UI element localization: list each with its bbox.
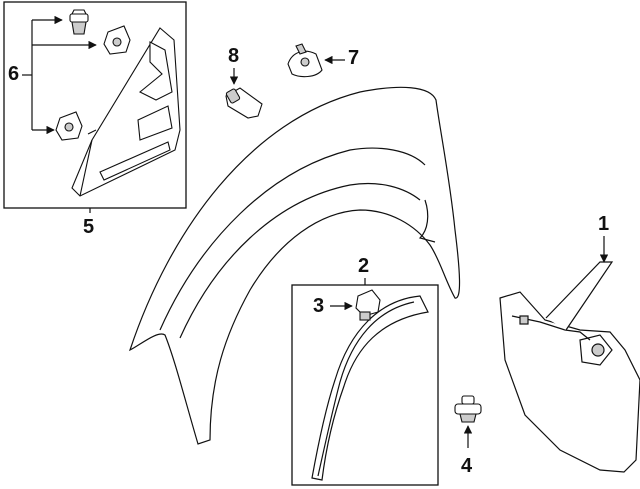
nut-clip-icon[interactable] bbox=[287, 43, 323, 78]
square-clip-lower-icon[interactable] bbox=[55, 111, 83, 141]
fender-liner-icon[interactable] bbox=[128, 86, 461, 445]
wheel-molding-icon[interactable] bbox=[311, 295, 429, 481]
callout-5: 5 bbox=[83, 216, 95, 238]
callout-2: 2 bbox=[358, 255, 370, 277]
mud-flap-icon[interactable] bbox=[499, 261, 640, 473]
callout-7: 7 bbox=[348, 47, 360, 69]
socket-icon[interactable] bbox=[225, 87, 263, 119]
triangle-trim-icon[interactable] bbox=[71, 27, 181, 197]
callout-4: 4 bbox=[461, 455, 473, 477]
push-pin-clip-icon[interactable] bbox=[69, 9, 89, 35]
callout-6: 6 bbox=[8, 63, 20, 85]
detail-box-5 bbox=[3, 1, 187, 213]
bracket-lines-6 bbox=[22, 15, 97, 135]
callout-8: 8 bbox=[228, 45, 240, 67]
rivet-clip-icon[interactable] bbox=[355, 289, 381, 321]
callout-3: 3 bbox=[313, 295, 325, 317]
push-clip-icon[interactable] bbox=[454, 395, 482, 423]
square-clip-icon[interactable] bbox=[103, 25, 131, 55]
callout-1: 1 bbox=[598, 213, 610, 235]
